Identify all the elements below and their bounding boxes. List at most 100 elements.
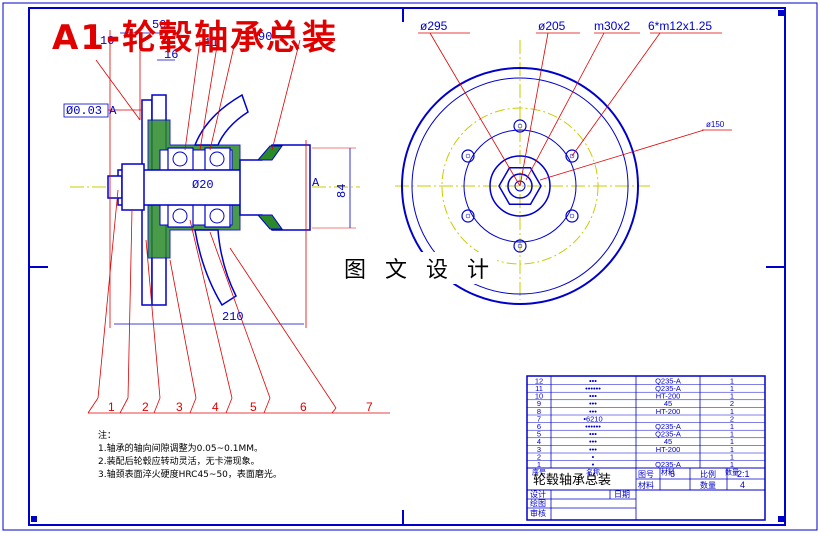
dim-90: 90: [258, 30, 272, 44]
bom-header-name: 名称: [586, 468, 600, 477]
bom-cell-no: 10: [535, 392, 543, 401]
bom-cell-no: 12: [535, 376, 543, 385]
notes-line-3: 3.轴颈表面淬火硬度HRC45~50，表面磨光。: [98, 470, 282, 480]
knuckle-lower-arm: [194, 229, 237, 307]
dim-11: 11: [204, 36, 218, 50]
tolerance-frame: [63, 103, 109, 118]
technical-notes: 注： 1.轴承的轴向间隙调整为0.05~0.1MM。 2.装配后轮毂应转动灵活，…: [98, 430, 282, 482]
bom-cell-material: 45: [664, 437, 672, 446]
bom-cell-material: HT-200: [656, 407, 681, 416]
watermark: 图 文 设 计: [342, 252, 497, 284]
bom-cell-name: •••: [589, 392, 597, 401]
corner-mark: [778, 10, 784, 16]
leader-lines: [95, 39, 337, 409]
knuckle-upper-arm: [193, 93, 249, 146]
dim-50: 50: [152, 18, 166, 32]
bom-header-qty: 数量: [725, 468, 739, 477]
bom-cell-name: •••: [589, 445, 597, 454]
bearing-top-right: [204, 147, 231, 171]
label-scale: 比例: [700, 469, 716, 479]
nut-circle: [489, 155, 551, 217]
bom-cell-no: 3: [537, 445, 541, 454]
dim-d20: Ø20: [192, 178, 214, 192]
dim-d205: ø205: [538, 19, 566, 33]
bearing-ball: [172, 208, 188, 224]
steering-yoke: [239, 144, 311, 231]
bom-cell-name: •••: [589, 407, 597, 416]
balloon-1: 1: [108, 400, 115, 414]
bolt-holes: [461, 119, 579, 253]
count-value: 4: [740, 480, 745, 490]
section-view: 50 16 10 11 90 Ø0.03 A 84 A 210 Ø20 1 2 …: [63, 18, 390, 414]
balloon-7: 7: [366, 400, 373, 414]
hub-circle: [463, 129, 577, 243]
bom-cell-material: HT-200: [656, 392, 681, 401]
dim-210: 210: [222, 310, 244, 324]
bom-cell-qty: 1: [730, 384, 734, 393]
bom-header-material: 材料: [661, 468, 675, 477]
bom-cell-name: •••: [589, 437, 597, 446]
center-pin: [514, 180, 526, 192]
bom-cell-qty: 1: [730, 460, 734, 469]
bom-cell-qty: 1: [730, 407, 734, 416]
bom-cell-no: 1: [537, 460, 541, 469]
label-date: 日期: [614, 490, 630, 499]
bom-cell-name: •: [592, 452, 595, 461]
bom-cell-material: Q235-A: [655, 422, 681, 431]
bom-cell-no: 6: [537, 422, 541, 431]
drawing-title: 轮毂轴承总装: [533, 473, 611, 488]
front-view: ø295 ø205 m30x2 6*m12x1.25 ø150: [395, 19, 732, 305]
bom-cell-material: 45: [664, 399, 672, 408]
bearing-bottom-right: [204, 204, 231, 228]
bom-cell-name: •6210: [583, 414, 602, 423]
dim-10: 10: [100, 34, 114, 48]
bom-cell-qty: 1: [730, 376, 734, 385]
label-drawing-no: 图号: [638, 470, 654, 479]
bom-cell-name: •••: [589, 376, 597, 385]
bom-cell-material: Q235-A: [655, 430, 681, 439]
bom-cell-no: 5: [537, 430, 541, 439]
bom-cell-qty: 1: [730, 452, 734, 461]
bom-cell-no: 4: [537, 437, 541, 446]
label-material: 材料: [638, 480, 654, 490]
lock-nut: [121, 163, 145, 211]
yoke-hatch: [256, 145, 283, 161]
yoke-hatch: [256, 214, 283, 230]
corner-mark: [31, 516, 37, 522]
bom-cell-no: 8: [537, 407, 541, 416]
balloon-2: 2: [142, 400, 149, 414]
bearing-top-left: [167, 147, 194, 171]
datum-a: A: [312, 176, 320, 190]
bom-cell-no: 7: [537, 414, 541, 423]
label-draw: 绘图: [530, 498, 546, 508]
dim-16: 16: [164, 48, 178, 62]
bom-cell-qty: 2: [730, 414, 734, 423]
drawing-no-value: 6: [670, 469, 675, 479]
bom-cell-qty: 1: [730, 430, 734, 439]
inner-frame: [28, 7, 786, 526]
dim-d150: ø150: [706, 120, 725, 129]
bom-cell-qty: 1: [730, 392, 734, 401]
notes-heading: 注：: [98, 431, 117, 441]
scale-value: 2:1: [737, 469, 750, 479]
bom-cell-qty: 2: [730, 399, 734, 408]
bom-cell-no: 9: [537, 399, 541, 408]
balloon-5: 5: [250, 400, 257, 414]
bearing-ball: [209, 151, 225, 167]
center-bore: [507, 173, 533, 199]
tolerance-text: Ø0.03 A: [66, 104, 117, 118]
bom-cell-qty: 1: [730, 422, 734, 431]
notes-line-1: 1.轴承的轴向间隙调整为0.05~0.1MM。: [98, 444, 264, 454]
bom-cell-no: 11: [535, 384, 543, 393]
notes-line-2: 2.装配后轮毂应转动灵活，无卡滞现象。: [98, 457, 260, 467]
disc-outer: [401, 67, 639, 305]
bom-cell-no: 2: [537, 452, 541, 461]
label-design: 设计: [530, 489, 546, 499]
disc-inner: [411, 77, 629, 295]
dim-m12: 6*m12x1.25: [648, 19, 712, 33]
label-count: 数量: [700, 480, 716, 490]
bom-cell-qty: 1: [730, 445, 734, 454]
bom-cell-material: Q235-A: [655, 460, 681, 469]
